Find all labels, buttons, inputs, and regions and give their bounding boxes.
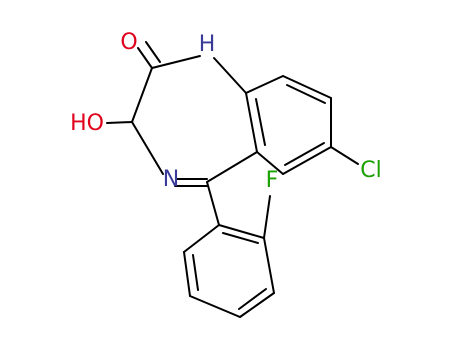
bond-benzo-5 (256, 151, 284, 175)
bond-aryl-1-inner (222, 232, 259, 244)
bond-c2-o (137, 47, 153, 69)
bond-c2-o-double (145, 41, 161, 63)
bond-c-f (263, 195, 271, 239)
bond-benzo-4 (282, 146, 332, 175)
bond-n1-c9a (213, 57, 247, 94)
bond-c2-c3 (131, 67, 153, 123)
bond-c5-c5a (206, 151, 258, 183)
bond-c5-aryl (206, 181, 220, 226)
hydroxyl-label: HO (70, 111, 104, 136)
fluorine-label: F (266, 168, 279, 193)
bond-aryl-3 (239, 292, 275, 318)
bond-benzo-2 (282, 75, 332, 99)
bond-c-cl (330, 146, 359, 165)
bond-benzo-6 (245, 92, 258, 153)
bond-aryl-5 (183, 251, 191, 297)
chlorine-label: Cl (360, 158, 381, 183)
bond-aryl-3-inner (238, 288, 267, 310)
nitrogen-label: N (163, 167, 179, 192)
bond-aryl-4 (189, 295, 241, 318)
bond-c3-oh (106, 121, 133, 124)
bond-aryl-5-inner (192, 254, 199, 291)
bond-c2-n1 (151, 55, 201, 69)
bond-c3-n4 (131, 121, 164, 175)
bond-benzo-6-inner (255, 98, 266, 146)
bond-benzo-4-inner (284, 142, 325, 166)
bond-aryl-1 (218, 224, 265, 239)
nh-hydrogen-label: H (199, 32, 216, 57)
bond-benzo-1 (245, 75, 284, 94)
oxygen-label: O (120, 30, 137, 55)
bond-aryl-6 (183, 224, 220, 253)
bond-benzo-2-inner (286, 84, 326, 104)
bond-aryl-2 (263, 237, 275, 294)
